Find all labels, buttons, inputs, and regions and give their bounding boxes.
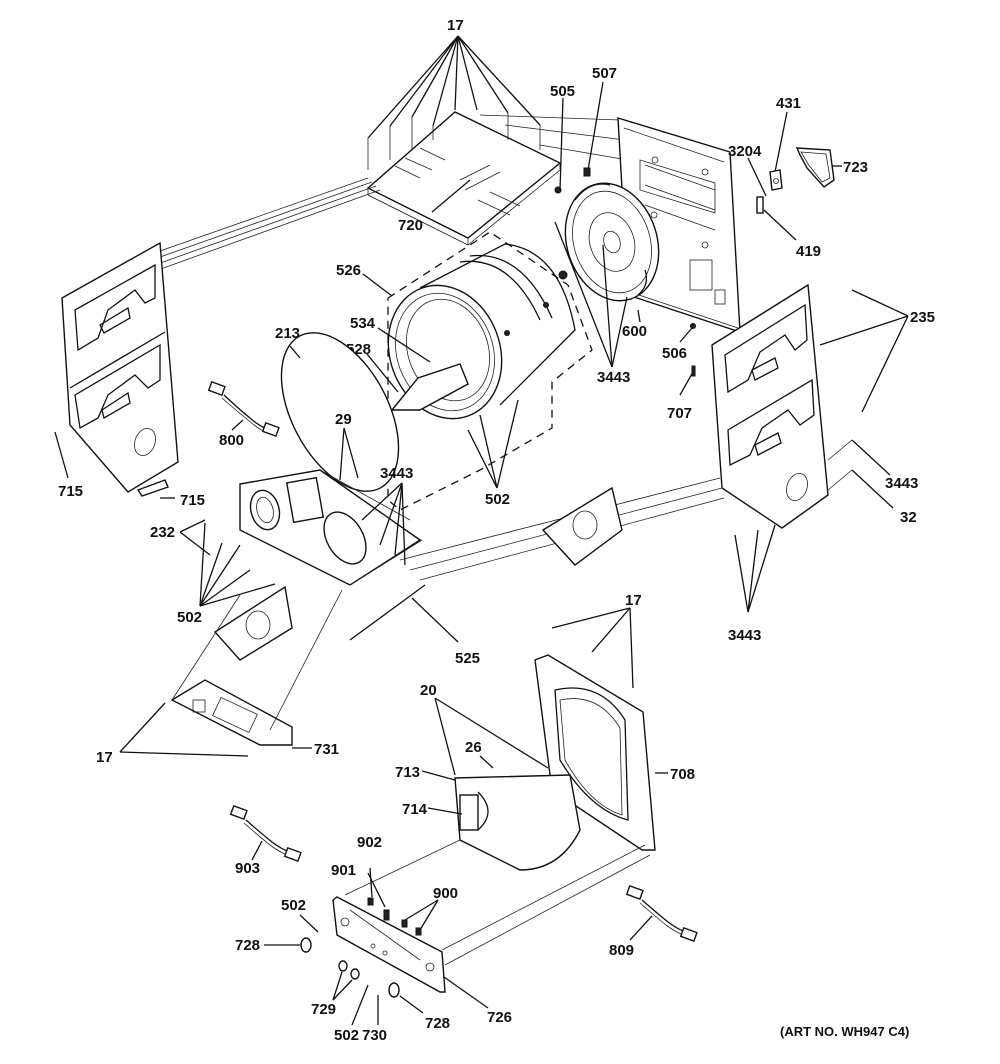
- duct-bracket-right: [541, 486, 623, 566]
- callout-723: 723: [843, 159, 868, 176]
- callout-730: 730: [362, 1027, 387, 1044]
- button-parts: [367, 897, 422, 936]
- callout-720: 720: [398, 217, 423, 234]
- callout-900: 900: [433, 885, 458, 902]
- knob-part-729: [338, 960, 360, 980]
- callout-707: 707: [667, 405, 692, 422]
- callout-534: 534: [350, 315, 376, 332]
- callout-506: 506: [662, 345, 687, 362]
- wire-harness-part-800: [207, 380, 280, 437]
- callout-800: 800: [219, 432, 244, 449]
- callout-728-left: 728: [235, 937, 260, 954]
- callout-3443-right1: 3443: [885, 475, 918, 492]
- callout-502-drum: 502: [485, 491, 510, 508]
- callout-526: 526: [336, 262, 361, 279]
- control-panel-part-726: [332, 896, 446, 993]
- front-seal-part-213: [280, 332, 400, 492]
- callout-431: 431: [776, 95, 801, 112]
- rear-bulkhead-part-600: [564, 182, 660, 302]
- clip-part-507: [583, 167, 591, 177]
- callout-726: 726: [487, 1009, 512, 1026]
- callout-502-panel-top: 502: [281, 897, 306, 914]
- sensor-part-431: [769, 169, 783, 191]
- clip-part-707: [691, 365, 696, 377]
- baffle-part-528: [390, 363, 469, 411]
- callout-902: 902: [357, 834, 382, 851]
- screw-part-506: [690, 323, 696, 329]
- callout-809: 809: [609, 942, 634, 959]
- callout-731: 731: [314, 741, 339, 758]
- knob-part-728-left: [300, 937, 312, 953]
- screw-part-505: [554, 186, 562, 194]
- duct-part-723: [795, 147, 835, 188]
- callout-600: 600: [622, 323, 647, 340]
- callout-715-bottom: 715: [180, 492, 205, 509]
- callout-3204: 3204: [728, 143, 762, 160]
- knob-part-728-right: [388, 982, 400, 998]
- callout-713: 713: [395, 764, 420, 781]
- callout-729: 729: [311, 1001, 336, 1018]
- callout-728-right: 728: [425, 1015, 450, 1032]
- callout-20: 20: [420, 682, 437, 699]
- callout-26: 26: [465, 739, 482, 756]
- callout-17-front: 17: [625, 592, 642, 609]
- callout-903: 903: [235, 860, 260, 877]
- art-number: (ART NO. WH947 C4): [780, 1024, 909, 1039]
- callout-505: 505: [550, 83, 575, 100]
- left-side-panel-part: [61, 241, 179, 493]
- callout-29: 29: [335, 411, 352, 428]
- callout-901: 901: [331, 862, 356, 879]
- top-panel-part: [366, 111, 562, 246]
- control-board-part-731: [170, 679, 293, 746]
- right-side-panel-part: [711, 283, 829, 529]
- callout-232: 232: [150, 524, 175, 541]
- callout-17-control: 17: [96, 749, 113, 766]
- callout-213: 213: [275, 325, 300, 342]
- wire-harness-part-809: [625, 884, 698, 942]
- callout-3443-blower: 3443: [380, 465, 413, 482]
- callout-17: 17: [447, 17, 464, 34]
- wire-harness-part-903: [229, 804, 302, 862]
- callout-525: 525: [455, 650, 480, 667]
- door-part-713: [454, 774, 581, 871]
- front-panel-part-708: [534, 654, 656, 851]
- callout-507: 507: [592, 65, 617, 82]
- callout-502-blower: 502: [177, 609, 202, 626]
- thermostat-part-3204: [756, 196, 764, 214]
- callout-235: 235: [910, 309, 935, 326]
- callout-32: 32: [900, 509, 917, 526]
- callout-714: 714: [402, 801, 428, 818]
- callout-419: 419: [796, 243, 821, 260]
- leader-17-top: [367, 35, 541, 170]
- trim-part-715: [136, 479, 169, 497]
- blower-base-assembly: [239, 469, 423, 586]
- callout-715-left: 715: [58, 483, 83, 500]
- callout-502-panel-bottom: 502: [334, 1027, 359, 1044]
- duct-bracket-left: [213, 585, 293, 661]
- callout-708: 708: [670, 766, 695, 783]
- callout-3443-drum: 3443: [597, 369, 630, 386]
- callout-3443-right2: 3443: [728, 627, 761, 644]
